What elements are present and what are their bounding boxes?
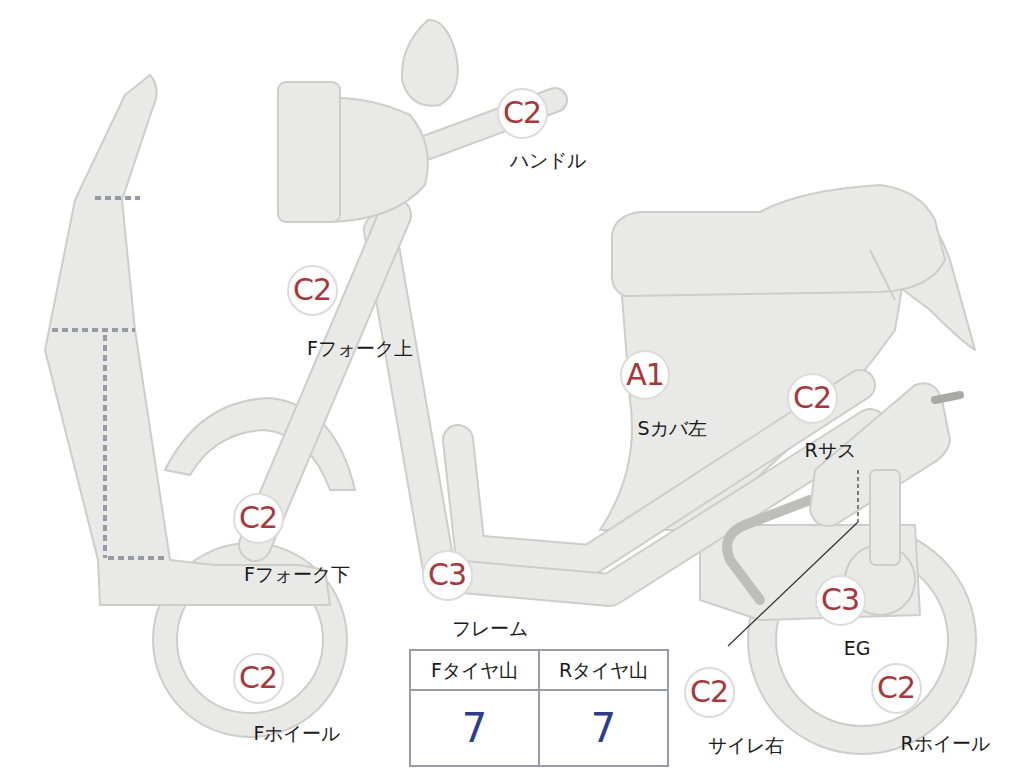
callout: C2Rホイール xyxy=(871,663,922,714)
table-header: Fタイヤ山 xyxy=(431,661,518,680)
part-name: フレーム xyxy=(452,618,528,639)
main-frame-outline xyxy=(380,230,870,590)
grade-circle: C2 xyxy=(233,653,284,704)
seat-line xyxy=(870,250,895,300)
grade-circle: C2 xyxy=(287,265,338,316)
grade-circle: C2 xyxy=(871,663,922,714)
exhaust-pipe xyxy=(727,500,810,600)
callout: C3EG xyxy=(815,575,866,626)
grade-circle: C2 xyxy=(684,667,735,718)
callout: C2サイレ右 xyxy=(684,667,735,718)
grade-code: C3 xyxy=(428,560,466,590)
grade-circle: C3 xyxy=(815,575,866,626)
grade-code: C2 xyxy=(690,677,728,707)
grade-code: C3 xyxy=(821,585,859,615)
table-cell: Rタイヤ山 xyxy=(539,650,668,690)
part-name: Fフォーク上 xyxy=(307,338,413,359)
grade-code: A1 xyxy=(626,360,664,390)
tread-table-grid xyxy=(410,650,668,766)
front-fork xyxy=(255,215,395,545)
table-cell: 7 xyxy=(410,690,539,766)
callout: A1Sカバ左 xyxy=(620,350,670,400)
front-fork-outline xyxy=(255,215,395,545)
grade-circle: A1 xyxy=(620,350,670,400)
part-name: Sカバ左 xyxy=(637,418,706,439)
callout: C2ハンドル xyxy=(497,88,548,139)
grade-code: C2 xyxy=(877,673,915,703)
part-name: EG xyxy=(844,638,871,659)
callout: C2Fホイール xyxy=(233,653,284,704)
grade-code: C2 xyxy=(503,98,541,128)
main-frame xyxy=(380,230,870,590)
tread-value: 7 xyxy=(591,708,616,748)
callout: C2Fフォーク上 xyxy=(287,265,338,316)
grade-code: C2 xyxy=(239,663,277,693)
rear-shock xyxy=(870,470,900,565)
part-name: Fフォーク下 xyxy=(244,564,350,585)
mirror xyxy=(402,20,458,106)
callout: C2Rサス xyxy=(787,373,838,424)
grade-circle: C2 xyxy=(787,373,838,424)
grade-circle: C2 xyxy=(233,493,284,544)
table-cell: Fタイヤ山 xyxy=(410,650,539,690)
grade-circle: C2 xyxy=(497,88,548,139)
grade-code: C2 xyxy=(793,383,831,413)
headlight xyxy=(278,82,340,222)
grade-code: C2 xyxy=(239,503,277,533)
part-name: サイレ右 xyxy=(708,735,784,756)
grade-circle: C3 xyxy=(422,550,473,601)
part-name: Rサス xyxy=(804,440,855,461)
part-name: Rホイール xyxy=(900,733,989,754)
shield-panel-lines xyxy=(52,198,168,558)
seat xyxy=(612,185,945,296)
part-name: ハンドル xyxy=(510,150,586,171)
muffler-tip xyxy=(935,395,960,400)
callout: C3フレーム xyxy=(422,550,473,601)
callout: C2Fフォーク下 xyxy=(233,493,284,544)
part-name: Fホイール xyxy=(254,723,341,744)
grade-code: C2 xyxy=(293,275,331,305)
tread-value: 7 xyxy=(462,708,487,748)
table-cell: 7 xyxy=(539,690,668,766)
table-header: Rタイヤ山 xyxy=(559,661,648,680)
